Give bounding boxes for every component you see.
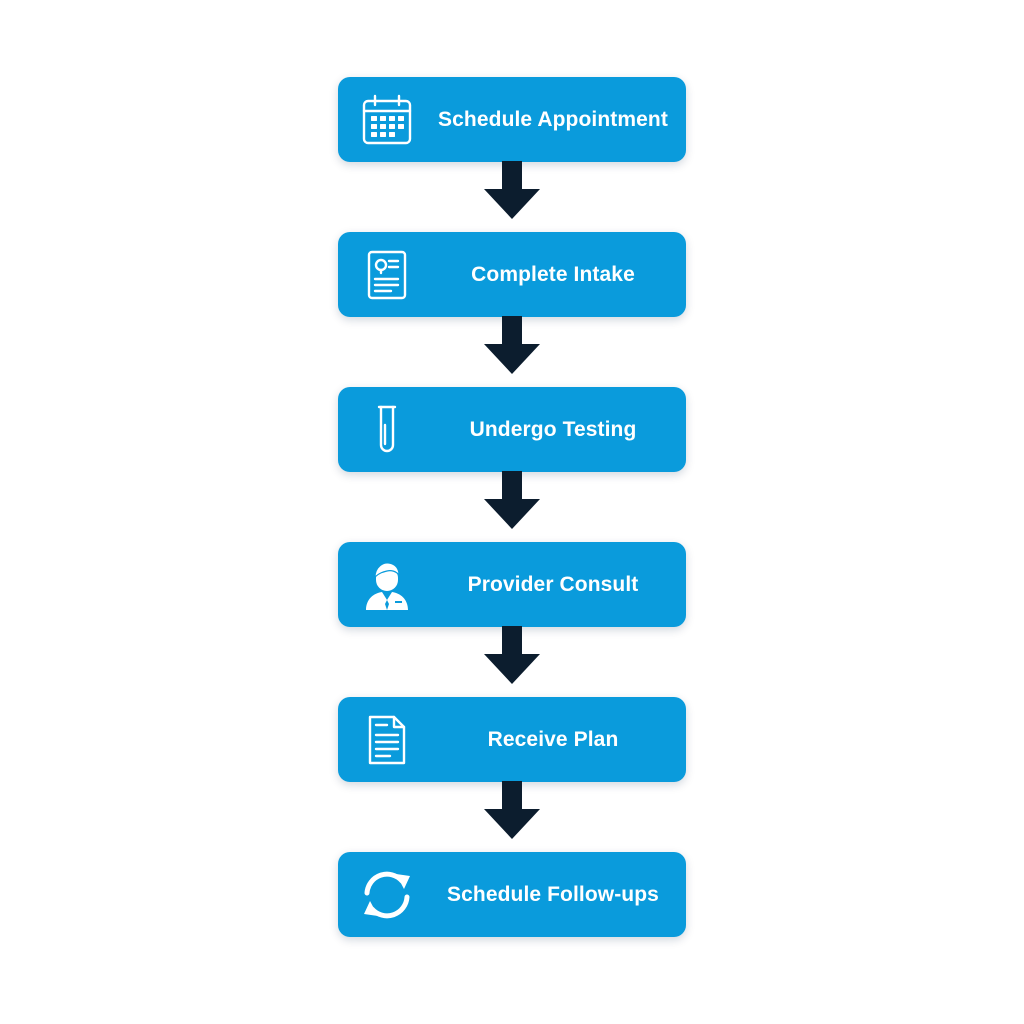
step-label: Schedule Follow-ups bbox=[447, 883, 659, 906]
step-label: Complete Intake bbox=[471, 263, 635, 286]
intake-form-icon bbox=[358, 246, 416, 304]
step-schedule-appointment: Schedule Appointment bbox=[338, 77, 686, 162]
flow-arrow-down bbox=[482, 471, 542, 529]
step-complete-intake: Complete Intake bbox=[338, 232, 686, 317]
refresh-cycle-icon bbox=[358, 866, 416, 924]
flow-arrow-down bbox=[482, 316, 542, 374]
step-undergo-testing: Undergo Testing bbox=[338, 387, 686, 472]
flow-arrow-down bbox=[482, 626, 542, 684]
step-label: Receive Plan bbox=[487, 728, 619, 751]
test-tube-icon bbox=[358, 401, 416, 459]
flow-arrow-down bbox=[482, 161, 542, 219]
calendar-icon bbox=[358, 91, 416, 149]
step-receive-plan: Receive Plan bbox=[338, 697, 686, 782]
step-label: Schedule Appointment bbox=[438, 108, 668, 131]
step-label: Undergo Testing bbox=[469, 418, 637, 441]
step-provider-consult: Provider Consult bbox=[338, 542, 686, 627]
step-label: Provider Consult bbox=[467, 573, 639, 596]
flow-arrow-down bbox=[482, 781, 542, 839]
document-icon bbox=[358, 711, 416, 769]
step-schedule-follow-ups: Schedule Follow-ups bbox=[338, 852, 686, 937]
doctor-icon bbox=[358, 556, 416, 614]
